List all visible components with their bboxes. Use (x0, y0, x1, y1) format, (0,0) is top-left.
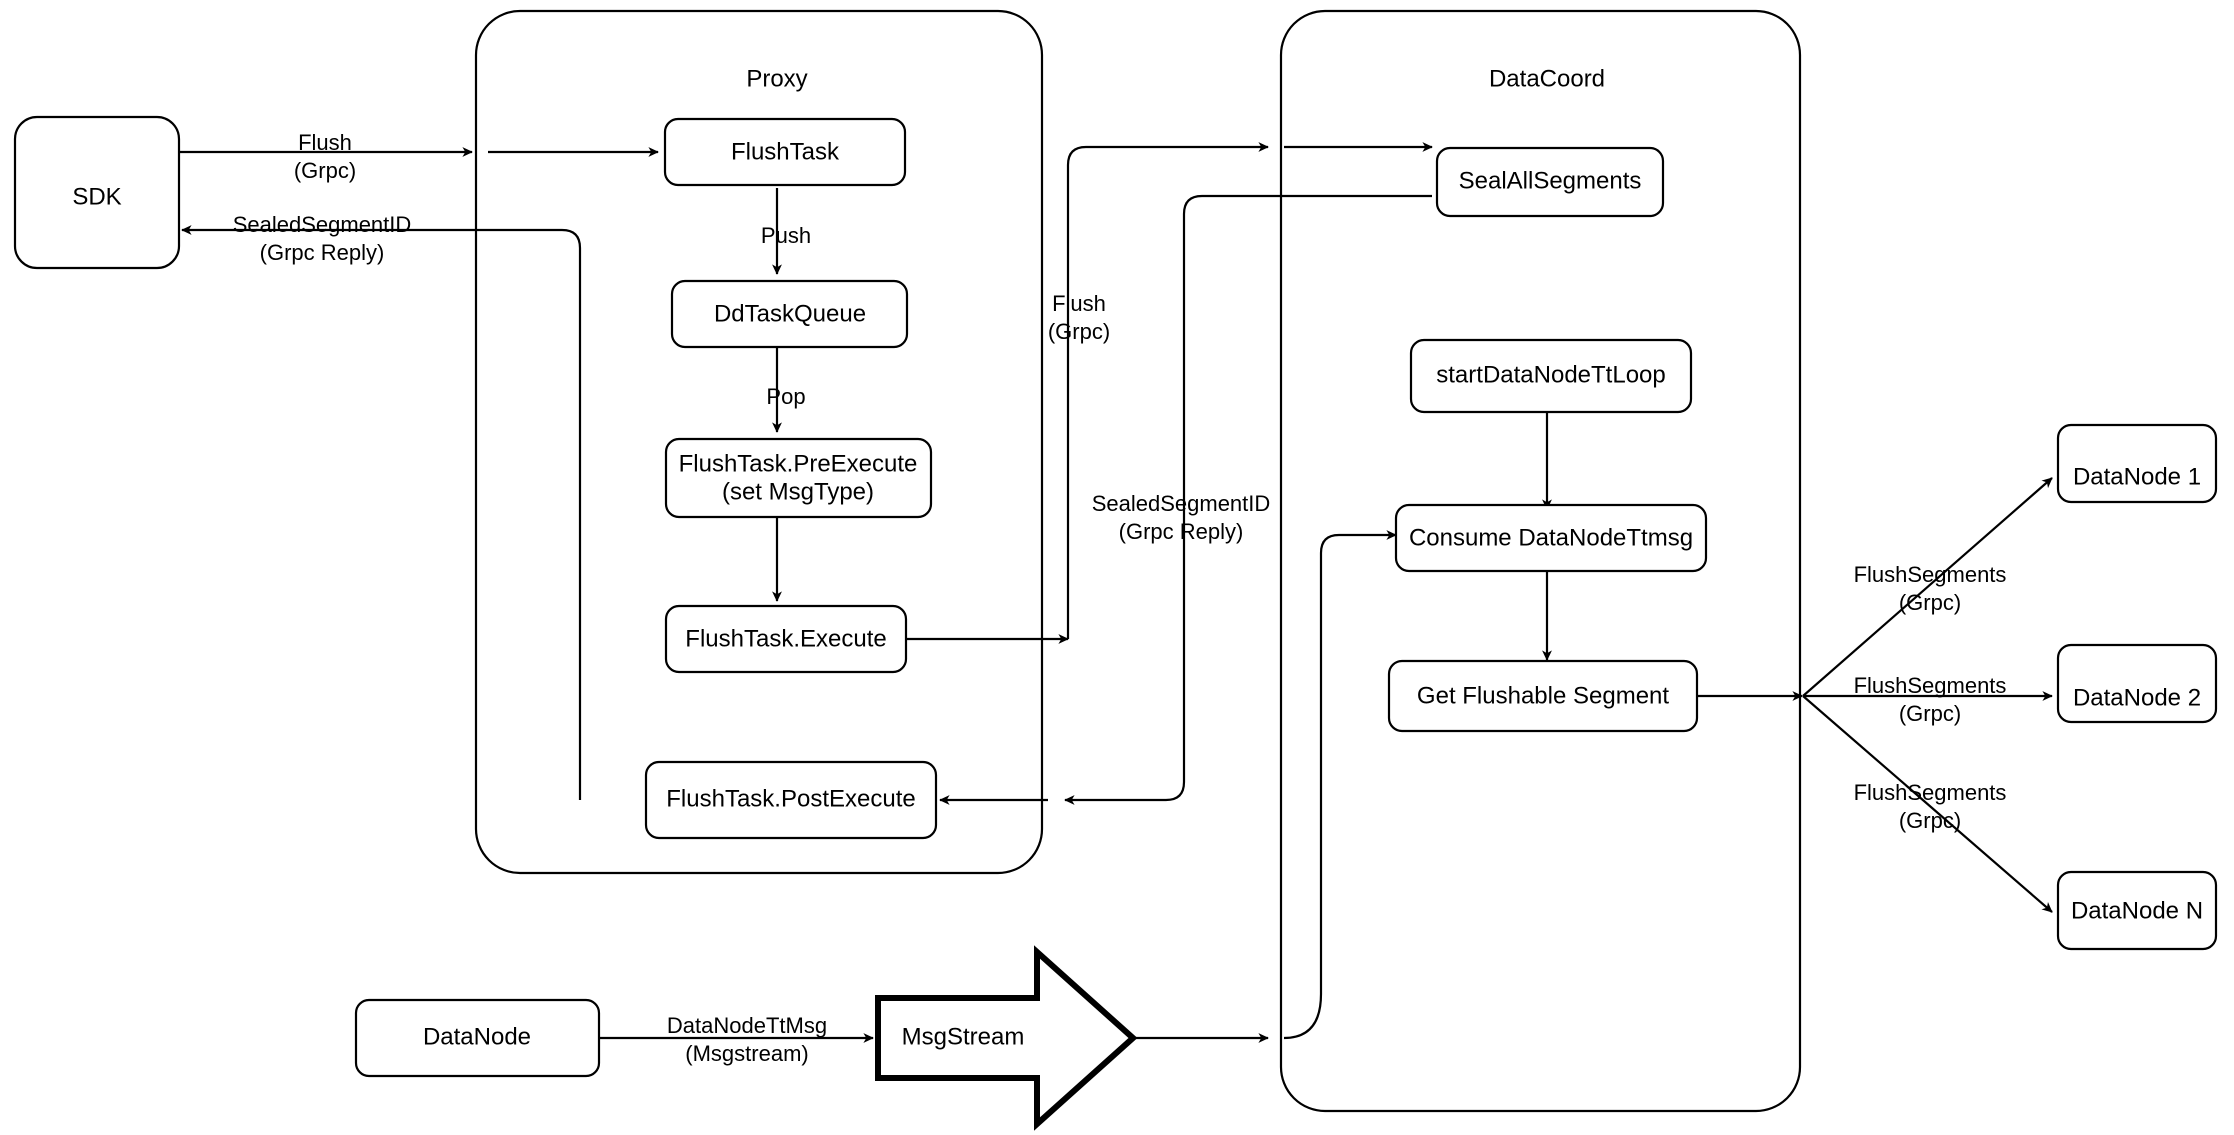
edge-datacoord-bus-to-consume (1283, 530, 1397, 1040)
node-consume-datanode-ttmsg-label: Consume DataNodeTtmsg (1409, 524, 1693, 551)
node-get-flushable-segment[interactable] (1387, 659, 1699, 733)
node-flushtask-label: FlushTask (731, 138, 840, 165)
node-datanode-n-label: DataNode N (2071, 897, 2203, 924)
node-consume-datanode-ttmsg[interactable] (1394, 503, 1708, 573)
node-datanode-bottom-label: DataNode (423, 1023, 531, 1050)
edge-label-datacoord-proxy-reply-line1: SealedSegmentID (1092, 491, 1271, 516)
edge-label-sdk-reply-line2: (Grpc Reply) (260, 240, 385, 265)
node-start-datanode-ttloop[interactable] (1409, 338, 1693, 414)
node-flushtask-preexecute[interactable] (664, 437, 933, 519)
edge-hub-to-datanoden (1802, 695, 2053, 913)
node-datanode-1-label: DataNode 1 (2073, 463, 2201, 490)
edge-label-sdk-flush-line1: Flush (298, 130, 352, 155)
proxy-container[interactable] (474, 9, 1044, 875)
edge-label-pop: Pop (766, 384, 805, 409)
edge-label-sdk-flush-line2: (Grpc) (294, 158, 356, 183)
node-sdk[interactable] (13, 115, 181, 270)
proxy-container-title: Proxy (746, 65, 807, 92)
edge-hub-to-datanode1 (1802, 477, 2053, 697)
node-flushtask-postexecute-label: FlushTask.PostExecute (666, 785, 915, 812)
node-flushtask[interactable] (663, 117, 907, 187)
edge-label-sdk-reply-line1: SealedSegmentID (233, 212, 412, 237)
edge-postexecute-to-sdk (181, 225, 582, 800)
node-datanode-2[interactable] (2056, 643, 2218, 724)
edge-label-datanode-ttmsg-line2: (Msgstream) (685, 1041, 808, 1066)
edge-label-proxy-datacoord-flush-line1: Flush (1052, 291, 1106, 316)
edge-label-flushsegments-2-line1: FlushSegments (1854, 673, 2007, 698)
node-flushtask-postexecute[interactable] (644, 760, 938, 840)
edge-label-flushsegments-2-line2: (Grpc) (1899, 701, 1961, 726)
node-datanode-n[interactable] (2056, 870, 2218, 951)
node-ddtaskqueue-label: DdTaskQueue (714, 300, 866, 327)
datacoord-container-title: DataCoord (1489, 65, 1605, 92)
node-sdk-label: SDK (72, 183, 121, 210)
node-datanode-bottom[interactable] (354, 998, 601, 1078)
edge-label-proxy-datacoord-flush-line2: (Grpc) (1048, 319, 1110, 344)
edge-label-flushsegments-1-line2: (Grpc) (1899, 590, 1961, 615)
datacoord-container[interactable] (1279, 9, 1802, 1113)
edge-flush-grpc-to-sealallsegments (1066, 142, 1269, 639)
node-datanode-1[interactable] (2056, 423, 2218, 504)
edge-label-datacoord-proxy-reply-line2: (Grpc Reply) (1119, 519, 1244, 544)
node-msgstream-label: MsgStream (902, 1023, 1025, 1050)
node-sealallsegments-label: SealAllSegments (1459, 167, 1642, 194)
edge-label-flushsegments-n-line1: FlushSegments (1854, 780, 2007, 805)
edge-label-flushsegments-1-line1: FlushSegments (1854, 562, 2007, 587)
edge-label-flushsegments-n-line2: (Grpc) (1899, 808, 1961, 833)
node-get-flushable-segment-label: Get Flushable Segment (1417, 682, 1669, 709)
node-start-datanode-ttloop-label: startDataNodeTtLoop (1436, 361, 1665, 388)
edge-sealallsegments-to-postexecute (1064, 194, 1432, 805)
node-flushtask-execute-label: FlushTask.Execute (685, 625, 886, 652)
node-sealallsegments[interactable] (1435, 146, 1665, 218)
node-flushtask-preexecute-label-line1: FlushTask.PreExecute (679, 450, 918, 477)
node-flushtask-execute[interactable] (664, 604, 908, 674)
node-flushtask-preexecute-label-line2: (set MsgType) (722, 478, 874, 505)
node-ddtaskqueue[interactable] (670, 279, 909, 349)
edge-label-push: Push (761, 223, 811, 248)
node-msgstream[interactable] (875, 945, 1138, 1131)
edge-label-datanode-ttmsg-line1: DataNodeTtMsg (667, 1013, 827, 1038)
node-datanode-2-label: DataNode 2 (2073, 684, 2201, 711)
